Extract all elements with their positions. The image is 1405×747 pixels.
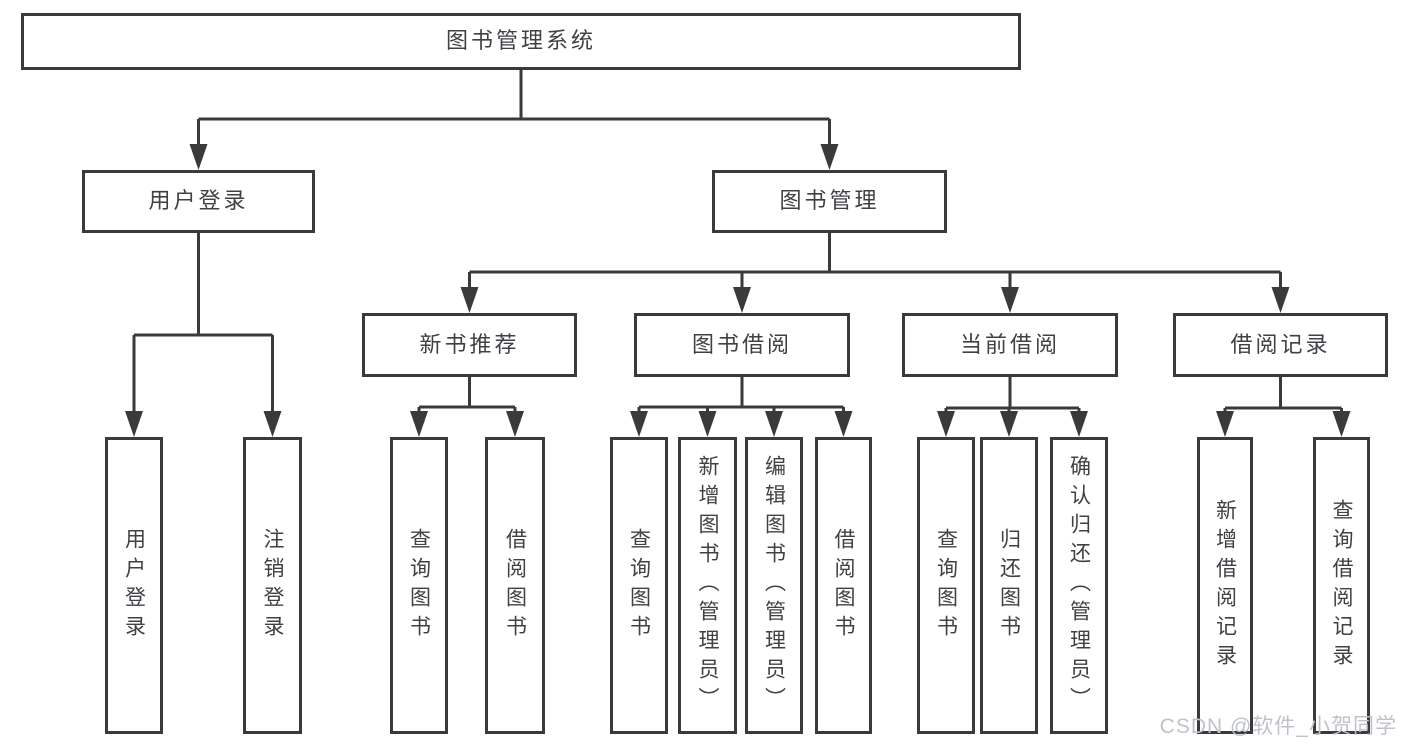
node-recommend-borrow-book: 借阅图书 [485, 437, 545, 734]
arrowhead [1332, 411, 1351, 437]
arrowheads-current-borrowing-children [937, 411, 1088, 437]
node-current-return-book: 归还图书 [980, 437, 1038, 734]
node-logout-leaf: 注销登录 [243, 437, 302, 734]
arrowheads-book-borrowing-children [630, 411, 853, 437]
arrowhead [1271, 287, 1290, 313]
node-borrowing-edit-book-admin: 编辑图书（管理员） [745, 437, 803, 734]
watermark-text: CSDN @软件_小贺同学 [1159, 715, 1397, 738]
node-borrowing-query-book: 查询图书 [610, 437, 668, 734]
arrowhead [1216, 411, 1234, 437]
arrowheads-level3 [460, 287, 1290, 313]
arrowhead [937, 411, 955, 437]
arrowhead [1001, 287, 1019, 313]
node-current-confirm-return-admin: 确认归还（管理员） [1050, 437, 1108, 734]
arrowhead [733, 287, 751, 313]
node-recommend-query-book: 查询图书 [390, 437, 448, 734]
arrowheads-borrowing-records-children [1216, 411, 1351, 437]
node-borrowing-add-book-admin: 新增图书（管理员） [678, 437, 737, 734]
wire-book-borrowing-children [637, 377, 845, 412]
wire-current-borrowing-children [944, 377, 1081, 412]
arrowhead [189, 144, 208, 170]
node-book-management: 图书管理 [712, 170, 947, 233]
arrowhead [506, 411, 524, 437]
arrowheads-new-book-recommendation-children [410, 411, 524, 437]
arrowheads-level2 [189, 144, 839, 170]
wire-book-management-children [468, 233, 1282, 289]
arrowhead [698, 411, 717, 437]
arrowhead [410, 411, 428, 437]
wire-new-book-recommendation-children [417, 377, 517, 412]
wire-borrowing-records-children [1223, 377, 1343, 412]
node-records-query-borrow-record: 查询借阅记录 [1313, 437, 1370, 734]
node-book-borrowing: 图书借阅 [634, 313, 850, 377]
wire-root-to-level2 [197, 70, 831, 146]
arrowhead [263, 411, 282, 437]
node-current-query-book: 查询图书 [917, 437, 975, 734]
node-borrowing-borrow-book: 借阅图书 [815, 437, 872, 734]
arrowhead [1000, 411, 1018, 437]
node-records-add-borrow-record: 新增借阅记录 [1197, 437, 1253, 734]
arrowhead [1070, 411, 1088, 437]
arrowheads-user-login-children [125, 411, 282, 437]
arrowhead [630, 411, 648, 437]
wire-user-login-children [132, 233, 274, 413]
arrowhead [834, 411, 853, 437]
node-new-book-recommendation: 新书推荐 [362, 313, 577, 377]
arrowhead [820, 144, 839, 170]
node-borrowing-records: 借阅记录 [1173, 313, 1388, 377]
arrowhead [125, 411, 143, 437]
arrowhead [460, 287, 479, 313]
node-current-borrowing: 当前借阅 [902, 313, 1118, 377]
arrowhead [765, 411, 783, 437]
node-login-leaf: 用户登录 [105, 437, 163, 734]
node-user-login: 用户登录 [82, 170, 315, 233]
node-root: 图书管理系统 [21, 13, 1021, 70]
